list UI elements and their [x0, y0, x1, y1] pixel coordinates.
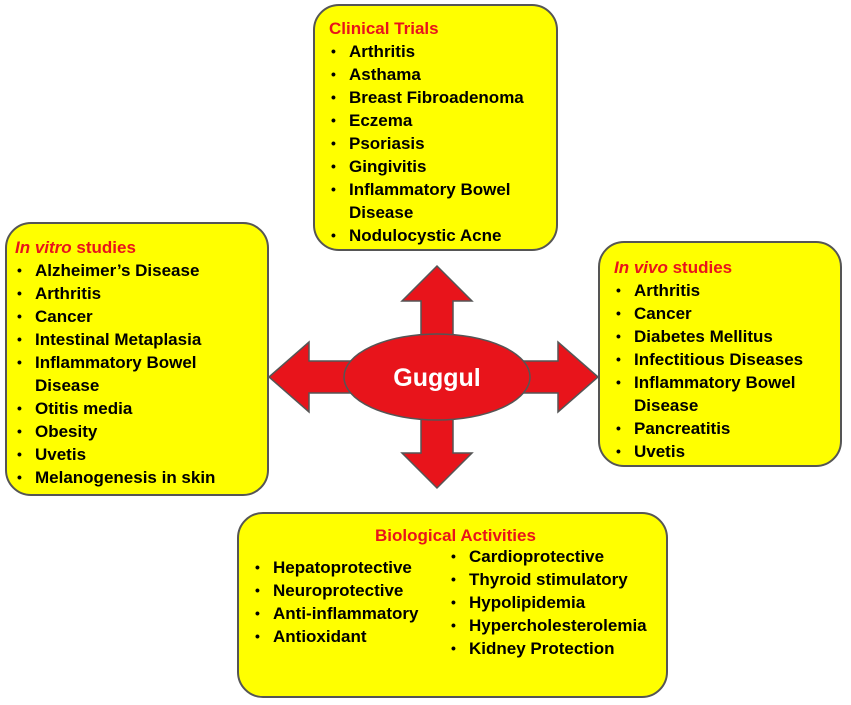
- clinical-trials-list: Arthritis Asthama Breast Fibroadenoma Ec…: [329, 40, 546, 247]
- in-vivo-box: In vivo studies Arthritis Cancer Diabete…: [598, 241, 842, 467]
- in-vivo-title: In vivo studies: [614, 256, 834, 279]
- clinical-trials-title: Clinical Trials: [329, 19, 439, 38]
- in-vivo-title-rest: studies: [667, 258, 733, 277]
- in-vitro-title-rest: studies: [71, 238, 136, 257]
- clinical-trials-box: Clinical Trials Arthritis Asthama Breast…: [313, 4, 558, 251]
- arrow-down: [400, 409, 474, 490]
- list-item: Neuroprotective: [253, 579, 449, 602]
- list-item: Alzheimer’s Disease: [15, 259, 261, 282]
- biological-activities-col1: Hepatoprotective Neuroprotective Anti-in…: [253, 556, 449, 660]
- list-item: Hypolipidemia: [449, 591, 647, 614]
- list-item: Infectitious Diseases: [614, 348, 834, 371]
- list-item: Inflammatory Bowel Disease: [329, 178, 524, 224]
- arrow-up: [400, 264, 474, 343]
- list-item: Psoriasis: [329, 132, 546, 155]
- list-item: Obesity: [15, 420, 261, 443]
- list-item: Breast Fibroadenoma: [329, 86, 546, 109]
- list-item: Melanogenesis in skin: [15, 466, 261, 489]
- center-label: Guggul: [393, 364, 480, 392]
- biological-activities-title: Biological Activities: [375, 526, 536, 545]
- in-vitro-list: Alzheimer’s Disease Arthritis Cancer Int…: [15, 259, 261, 489]
- in-vitro-box: In vitro studies Alzheimer’s Disease Art…: [5, 222, 269, 496]
- list-item: Diabetes Mellitus: [614, 325, 834, 348]
- in-vivo-title-italic: In vivo: [614, 258, 668, 277]
- list-item: Cancer: [15, 305, 261, 328]
- list-item: Thyroid stimulatory: [449, 568, 647, 591]
- list-item: Anti-inflammatory: [253, 602, 449, 625]
- list-item: Hypercholesterolemia: [449, 614, 647, 637]
- list-item: Gingivitis: [329, 155, 546, 178]
- list-item: Uvetis: [614, 440, 834, 463]
- in-vitro-title-italic: In vitro: [15, 238, 72, 257]
- biological-activities-columns: Hepatoprotective Neuroprotective Anti-in…: [253, 545, 658, 660]
- list-item: Arthritis: [329, 40, 546, 63]
- list-item: Eczema: [329, 109, 546, 132]
- list-item: Kidney Protection: [449, 637, 647, 660]
- biological-activities-box: Biological Activities Hepatoprotective N…: [237, 512, 668, 698]
- in-vitro-title: In vitro studies: [15, 236, 261, 259]
- list-item: Uvetis: [15, 443, 261, 466]
- center-ellipse: [343, 333, 531, 421]
- list-item: Inflammatory Bowel Disease: [614, 371, 809, 417]
- list-item: Hepatoprotective: [253, 556, 449, 579]
- list-item: Pancreatitis: [614, 417, 834, 440]
- biological-activities-col2: Cardioprotective Thyroid stimulatory Hyp…: [449, 545, 647, 660]
- list-item: Nodulocystic Acne: [329, 224, 546, 247]
- in-vivo-list: Arthritis Cancer Diabetes Mellitus Infec…: [614, 279, 834, 463]
- list-item: Arthritis: [15, 282, 261, 305]
- list-item: Arthritis: [614, 279, 834, 302]
- list-item: Intestinal Metaplasia: [15, 328, 261, 351]
- list-item: Asthama: [329, 63, 546, 86]
- list-item: Otitis media: [15, 397, 261, 420]
- list-item: Inflammatory Bowel Disease: [15, 351, 210, 397]
- list-item: Cancer: [614, 302, 834, 325]
- list-item: Cardioprotective: [449, 545, 647, 568]
- list-item: Antioxidant: [253, 625, 449, 648]
